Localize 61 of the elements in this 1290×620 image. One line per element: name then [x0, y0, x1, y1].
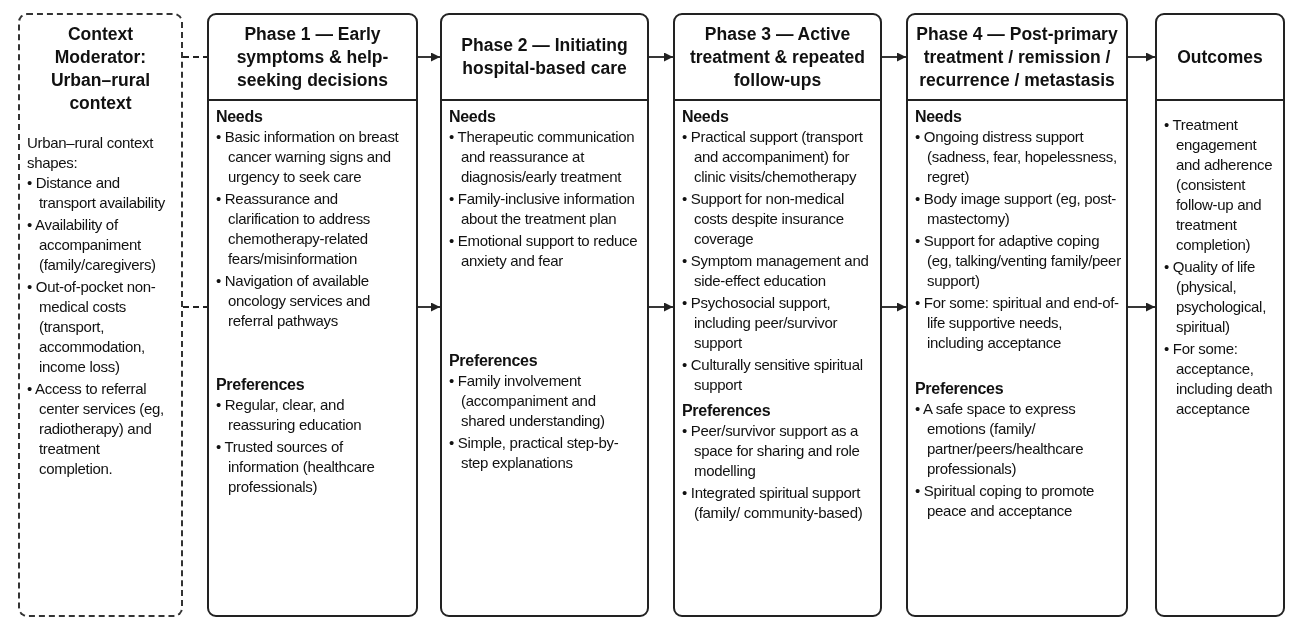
arrow: [648, 52, 674, 62]
bullet-text: • Integrated spiritual support (family/ community-based): [682, 483, 864, 523]
phase-panel: [1155, 13, 1285, 617]
arrow: [1127, 52, 1156, 62]
arrow: [881, 302, 907, 312]
phase-panel: [673, 13, 882, 617]
bullet-text: • Support for non-medical costs despite insurance coverage: [682, 189, 845, 249]
bullet-text: • Family involvement (accompaniment and shared understanding): [449, 371, 606, 431]
bullet-text: • A safe space to express emotions (family/ partner/peers/healthcare professionals): [915, 399, 1085, 479]
panel-title: Phase 1 — Early symptoms & help-seeking decisions: [235, 22, 390, 92]
arrow: [881, 52, 907, 62]
bullet-text: • Trusted sources of information (healthcare professionals): [216, 437, 376, 497]
bullet-text: • Culturally sensitive spiritual support: [682, 355, 864, 395]
arrow: [417, 302, 441, 312]
bullet-text: • Support for adaptive coping (eg, talking/venting family/peer support): [915, 231, 1121, 291]
bullet-text: • Out-of-pocket non-medical costs (transport, accommodation, income loss): [27, 277, 157, 377]
phase-panel: [906, 13, 1128, 617]
section-heading: Preferences: [915, 379, 1005, 399]
bullet-text: • Simple, practical step-by-step explanations: [449, 433, 620, 473]
section-heading: Preferences: [216, 375, 306, 395]
context-panel: [18, 13, 183, 617]
bullet-text: • Peer/survivor support as a space for sharing and role modelling: [682, 421, 861, 481]
arrow: [648, 302, 674, 312]
dashed-connector: [182, 306, 208, 308]
bullet-text: • Regular, clear, and reassuring education: [216, 395, 363, 435]
phase-panel: [207, 13, 418, 617]
arrow: [417, 52, 441, 62]
bullet-text: • Basic information on breast cancer warning signs and urgency to seek care: [216, 127, 400, 187]
bullet-text: • Body image support (eg, post-mastectomy): [915, 189, 1118, 229]
panel-title: Phase 2 — Initiating hospital-based care: [460, 34, 629, 80]
panel-title: Phase 4 — Post-primary treatment / remission / recurrence / metastasis: [915, 22, 1119, 92]
dashed-connector: [182, 56, 208, 58]
bullet-text: • Treatment engagement and adherence (consistent follow-up and treatment completion): [1164, 115, 1274, 255]
bullet-text: • Ongoing distress support (sadness, fear, hopelessness, regret): [915, 127, 1118, 187]
bullet-text: • Family-inclusive information about the treatment plan: [449, 189, 636, 229]
bullet-text: • Symptom management and side-effect education: [682, 251, 870, 291]
section-heading: Needs: [216, 107, 264, 127]
bullet-text: • For some: spiritual and end-of-life supportive needs, including acceptance: [915, 293, 1120, 353]
bullet-text: • Navigation of available oncology services and referral pathways: [216, 271, 372, 331]
bullet-text: • Practical support (transport and accompaniment) for clinic visits/chemotherapy: [682, 127, 864, 187]
bullet-text: • Quality of life (physical, psychological, spiritual): [1164, 257, 1268, 337]
panel-title: Phase 3 — Active treatment & repeated follow-ups: [688, 22, 867, 92]
bullet-text: • Emotional support to reduce anxiety and fear: [449, 231, 639, 271]
bullet-text: • Therapeutic communication and reassurance at diagnosis/early treatment: [449, 127, 636, 187]
bullet-text: • Distance and transport availability: [27, 173, 166, 213]
section-heading: Needs: [449, 107, 497, 127]
section-heading: Needs: [682, 107, 730, 127]
bullet-text: • Spiritual coping to promote peace and acceptance: [915, 481, 1096, 521]
bullet-text: • Access to referral center services (eg, radiotherapy) and treatment completion.: [27, 379, 165, 479]
arrow: [1127, 302, 1156, 312]
panel-title: Context Moderator: Urban–rural context: [49, 23, 152, 115]
panel-title: Outcomes: [1177, 45, 1263, 69]
bullet-text: • For some: acceptance, including death acceptance: [1164, 339, 1274, 419]
bullet-text: • Reassurance and clarification to address chemotherapy-related fears/misinformation: [216, 189, 372, 269]
phase-panel: [440, 13, 649, 617]
bullet-text: • Availability of accompaniment (family/caregivers): [27, 215, 157, 275]
section-heading: Needs: [915, 107, 963, 127]
bullet-text: • Psychosocial support, including peer/survivor support: [682, 293, 839, 353]
intro-text: Urban–rural context shapes:: [27, 133, 155, 173]
section-heading: Preferences: [682, 401, 772, 421]
section-heading: Preferences: [449, 351, 539, 371]
